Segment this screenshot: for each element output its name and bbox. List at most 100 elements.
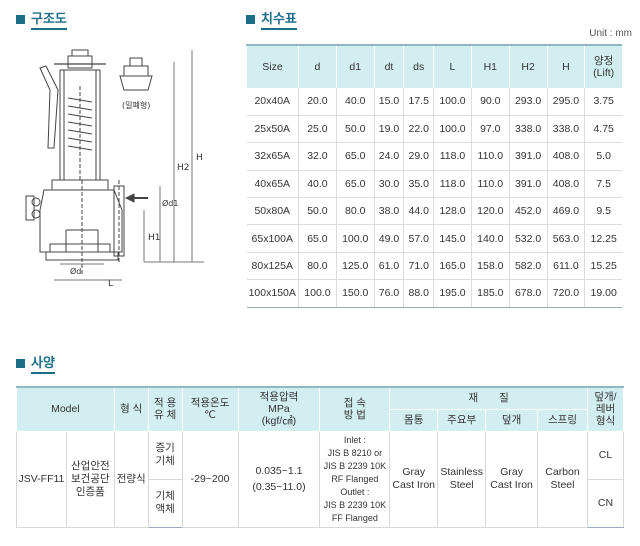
header-cover-mat: 덮개 — [485, 408, 539, 432]
spec-title-text: 사양 — [31, 352, 55, 374]
table-cell: 65.0 — [335, 170, 375, 199]
dim-header-9: 양정 (Lift) — [584, 44, 622, 88]
table-cell: 49.0 — [373, 224, 404, 253]
table-cell: 128.0 — [433, 197, 472, 226]
table-cell: 19.00 — [584, 279, 622, 308]
table-cell: 391.0 — [508, 170, 547, 199]
table-cell: 15.0 — [373, 88, 404, 116]
table-cell: 32.0 — [298, 142, 337, 171]
table-cell: 3.75 — [584, 88, 622, 116]
table-cell: 110.0 — [470, 142, 510, 171]
header-spring-mat: 스프링 — [537, 408, 588, 432]
table-cell: 40x65A — [246, 170, 299, 199]
header-main-mat: 주요부 — [437, 408, 487, 432]
table-cell: 25.0 — [298, 115, 337, 144]
table-cell: 97.0 — [470, 115, 510, 144]
table-cell: 293.0 — [508, 88, 547, 116]
table-cell: 57.0 — [403, 224, 434, 253]
header-lever: 덮개/ 레버 형식 — [586, 386, 625, 432]
d-label: Ød — [70, 266, 81, 276]
valve-body — [39, 189, 123, 253]
dim-header-7: H2 — [508, 44, 547, 88]
header-model: Model — [16, 386, 115, 432]
spec-table: Model 형 식 적 용 유 체 적용온도 ℃ 적용압력 MPa (kgf/㎠… — [16, 386, 625, 528]
lift-lever — [39, 65, 59, 149]
type-cell: 전량식 — [113, 430, 149, 528]
dim-header-3: dt — [373, 44, 404, 88]
dim-header-2: d1 — [335, 44, 375, 88]
table-cell: 408.0 — [546, 142, 585, 171]
valve-cap — [67, 55, 93, 69]
table-cell: 61.0 — [373, 252, 404, 281]
table-cell: 38.0 — [373, 197, 404, 226]
header-type: 형 식 — [113, 386, 149, 432]
spec-section-title: 사양 — [16, 352, 55, 374]
table-cell: 32x65A — [246, 142, 299, 171]
header-pressure: 적용압력 MPa (kgf/㎠) — [237, 386, 321, 432]
dim-header-0: Size — [246, 44, 299, 88]
temp-cell: -29~200 — [181, 430, 239, 528]
table-cell: 50.0 — [335, 115, 375, 144]
table-cell: 12.25 — [584, 224, 622, 253]
table-cell: 118.0 — [433, 170, 472, 199]
table-cell: 65x100A — [246, 224, 299, 253]
table-cell: 20.0 — [298, 88, 337, 116]
table-cell: 338.0 — [508, 115, 547, 144]
bullet-square-icon — [246, 14, 255, 24]
table-cell: 150.0 — [335, 279, 375, 308]
table-cell: 17.5 — [403, 88, 434, 116]
lever-cell-2: CN — [586, 478, 625, 528]
table-cell: 30.0 — [373, 170, 404, 199]
sealed-cap-inset — [123, 65, 149, 77]
dim-header-5: L — [433, 44, 472, 88]
table-cell: 165.0 — [433, 252, 472, 281]
table-cell: 20x40A — [246, 88, 299, 116]
table-cell: 469.0 — [546, 197, 585, 226]
table-cell: 29.0 — [403, 142, 434, 171]
table-cell: 678.0 — [508, 279, 547, 308]
table-cell: 7.5 — [584, 170, 622, 199]
table-cell: 44.0 — [403, 197, 434, 226]
table-cell: 100.0 — [298, 279, 337, 308]
dim-header-1: d — [298, 44, 337, 88]
spring-material-cell: Carbon Steel — [537, 430, 588, 528]
fluid-cell-1: 증기 기체 — [147, 430, 183, 480]
model-cell: JSV-FF11 — [16, 430, 67, 528]
table-cell: 5.0 — [584, 142, 622, 171]
dim-header-6: H1 — [470, 44, 510, 88]
pressure-cell: 0.035~1.1 (0.35~11.0) — [237, 430, 321, 528]
table-cell: 65.0 — [335, 142, 375, 171]
table-cell: 452.0 — [508, 197, 547, 226]
table-cell: 50x80A — [246, 197, 299, 226]
main-material-cell: Stainless Steel — [437, 430, 487, 528]
table-cell: 100.0 — [335, 224, 375, 253]
table-cell: 90.0 — [470, 88, 510, 116]
bullet-square-icon — [16, 14, 25, 24]
table-cell: 65.0 — [298, 224, 337, 253]
fluid-cell-2: 기체 액체 — [147, 478, 183, 528]
bullet-square-icon — [16, 358, 25, 368]
connection-cell: Inlet : JIS B 8210 or JIS B 2239 10K RF … — [319, 430, 391, 528]
table-cell: 391.0 — [508, 142, 547, 171]
H2-label: H2 — [177, 163, 190, 173]
H1-label: H1 — [148, 233, 161, 243]
sealed-label: (밀폐형) — [122, 100, 150, 110]
table-cell: 582.0 — [508, 252, 547, 281]
table-cell: 25x50A — [246, 115, 299, 144]
lever-cell-1: CL — [586, 430, 625, 480]
dim-header-8: H — [546, 44, 585, 88]
table-cell: 24.0 — [373, 142, 404, 171]
structure-section-title: 구조도 — [16, 8, 67, 30]
table-cell: 338.0 — [546, 115, 585, 144]
dimension-title-text: 치수표 — [261, 8, 297, 30]
dim-header-4: ds — [403, 44, 434, 88]
table-cell: 71.0 — [403, 252, 434, 281]
